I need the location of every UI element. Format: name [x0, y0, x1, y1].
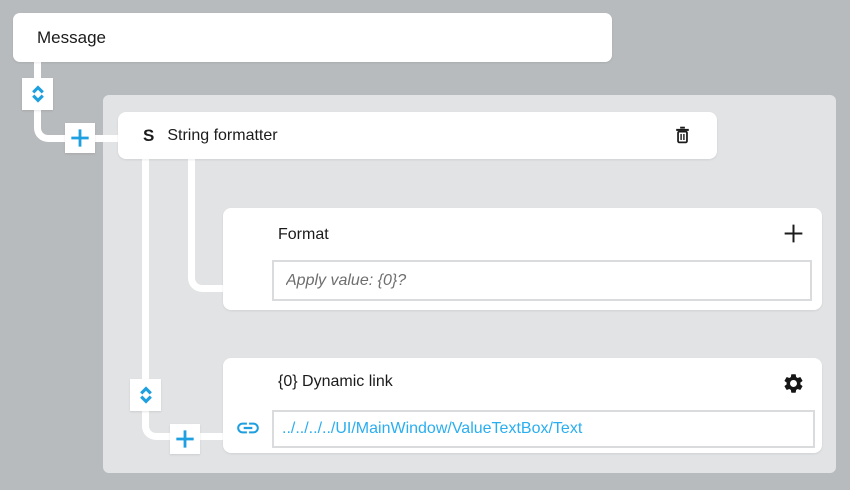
message-node-title: Message — [37, 27, 106, 47]
plus-icon — [67, 125, 93, 151]
gear-icon — [782, 372, 805, 395]
format-label: Format — [278, 226, 329, 243]
link-icon — [235, 415, 261, 441]
format-section: Format — [223, 208, 822, 310]
dynamic-link-label: {0} Dynamic link — [278, 373, 393, 390]
unfold-more-icon — [135, 384, 157, 406]
string-type-icon: S — [143, 125, 155, 145]
add-node-button[interactable] — [170, 424, 200, 454]
delete-button[interactable] — [670, 123, 695, 148]
add-node-button[interactable] — [65, 123, 95, 153]
message-node[interactable]: Message — [13, 13, 612, 62]
trash-icon — [672, 125, 693, 146]
reorder-button[interactable] — [22, 78, 53, 110]
plus-icon — [172, 426, 198, 452]
dynamic-link-section: {0} Dynamic link — [223, 358, 822, 453]
unfold-more-icon — [27, 83, 49, 105]
string-formatter-node[interactable]: S String formatter — [118, 112, 717, 159]
add-format-item-button[interactable] — [779, 219, 808, 248]
reorder-button[interactable] — [130, 379, 161, 411]
string-formatter-title: String formatter — [167, 126, 278, 144]
plus-icon — [781, 221, 806, 246]
format-input[interactable] — [272, 260, 812, 301]
dynamic-link-input[interactable] — [272, 410, 815, 448]
settings-button[interactable] — [780, 370, 807, 397]
